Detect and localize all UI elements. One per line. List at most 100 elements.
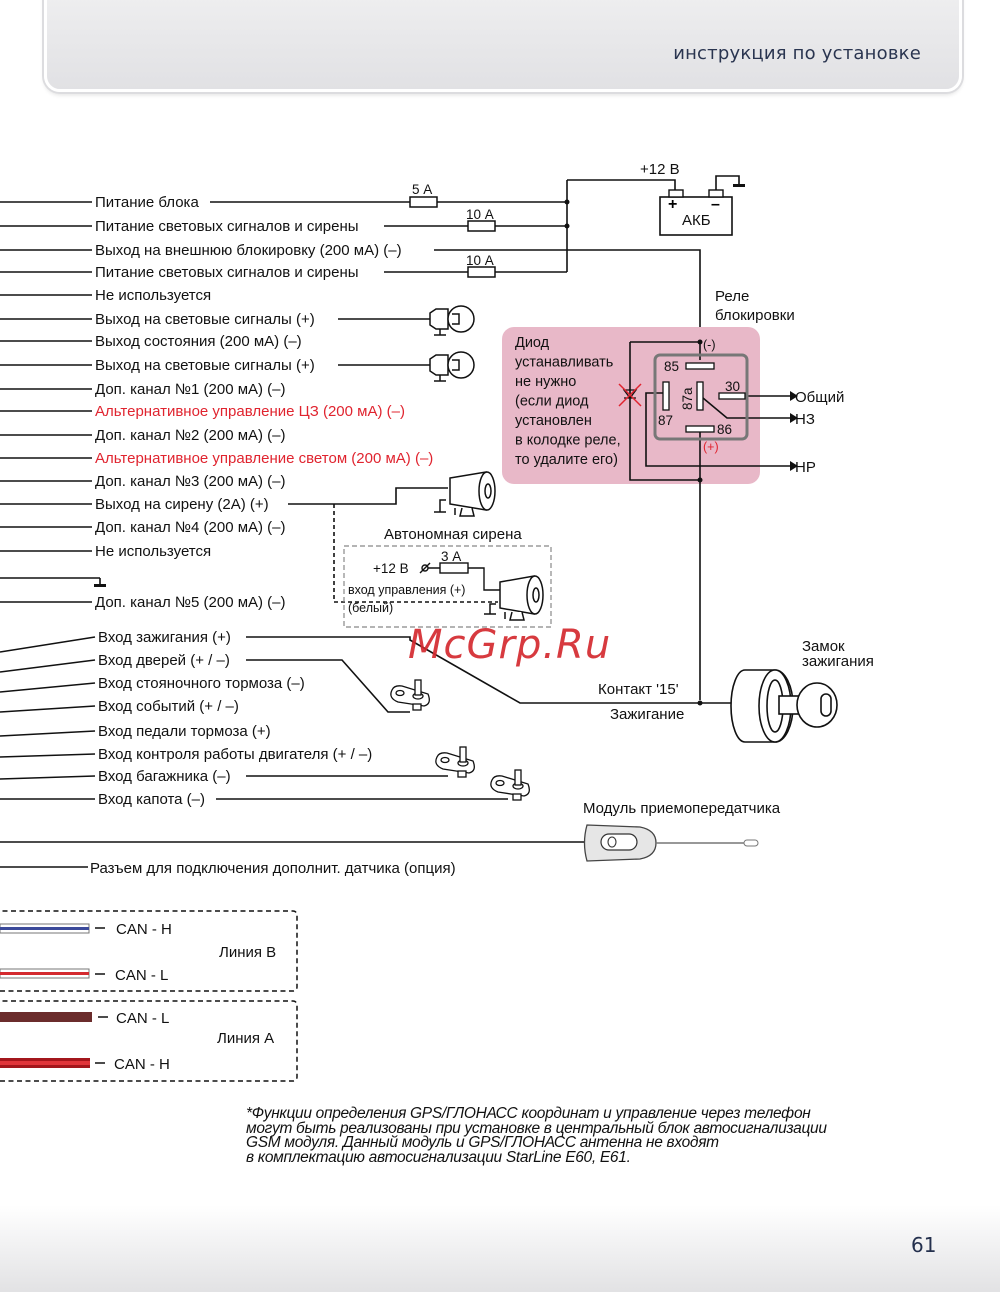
ignition-lock-title: Замок [802,638,845,655]
can-wire-brown [0,1012,92,1022]
battery-plus: + [668,196,677,213]
can-wire-label: CAN - H [114,1056,170,1073]
input-wire-line [0,730,96,737]
wire-label: Питание световых сигналов и сирены [95,264,359,281]
wire-label: Выход на световые сигналы (+) [95,311,315,328]
can-line-label: Линия А [217,1030,274,1047]
wire-label: Доп. канал №2 (200 мА) (–) [95,427,286,444]
input-wire-line [0,753,96,758]
relay-pin-label: 30 [725,379,740,394]
diode-note-line: установлен [515,413,592,429]
fuse-label: 10 А [466,253,494,268]
battery-label: АКБ [682,212,711,229]
header-title: инструкция по установке [673,43,921,64]
battery-minus-wire [715,175,740,190]
footnote-line: GSM модуля. Данный модуль и GPS/ГЛОНАСС … [246,1134,719,1151]
arrow-icon [790,391,798,471]
diode-note-line: Диод [515,335,550,351]
fuse-label: 5 А [412,182,432,197]
junction-dot [564,223,570,229]
relay-plus-mark: (+) [703,440,719,454]
relay-pin-30 [718,392,746,400]
input-wire-line [0,775,96,780]
relay-pin-label: 85 [664,359,679,374]
footnote: *Функции определения GPS/ГЛОНАСС координ… [246,1106,926,1166]
ignition-label: Зажигание [610,706,684,723]
crossed-diode-icon [618,383,642,407]
siren-title: Автономная сирена [384,526,522,543]
transceiver-label: Модуль приемопередатчика [583,800,781,817]
input-label: Вход стояночного тормоза (–) [98,675,305,692]
terminal-slash [419,562,431,574]
page-number: 61 [911,1233,937,1257]
siren-voltage: +12 В [373,561,409,576]
wire-label: Выход состояния (200 мА) (–) [95,333,302,350]
lamp-icon [429,305,475,336]
footnote-line: могут быть реализованы при установке в ц… [246,1119,827,1137]
ground-icon [94,584,106,587]
can-wire-label: CAN - L [116,1010,169,1027]
battery-icon [659,184,745,236]
input-label: Вход событий (+ / –) [98,698,239,715]
wire-label: Выход на сирену (2А) (+) [95,496,269,513]
watermark: McGrp.Ru [408,622,612,668]
relay-pin-86 [685,425,715,433]
relay-minus-mark: (-) [703,338,716,352]
door-input-wire [246,659,410,713]
input-label: Вход педали тормоза (+) [98,723,271,740]
relay-title: блокировки [715,307,795,324]
battery-plus-wire [567,179,676,190]
can-wire-red [0,968,90,979]
input-label: Вход багажника (–) [98,768,231,785]
lamp-icon [429,351,475,382]
pin-switch-icon [490,769,530,801]
wire-label: Доп. канал №5 (200 мА) (–) [95,594,286,611]
fuse-5a [409,196,438,208]
can-dash [95,927,108,1064]
input-wire-line [0,705,96,713]
siren-control-wire [333,504,498,603]
ground-wire [0,577,101,584]
siren-wire [288,487,448,505]
wire-label: Альтернативное управление ЦЗ (200 мА) (–… [95,403,405,420]
relay-output-nc: НЗ [795,411,815,428]
relay-pin-label: 87 [658,413,673,428]
battery-voltage: +12 В [640,161,680,178]
pin-switch-icon [390,679,430,711]
junction-dot [697,477,703,483]
relay-body [653,353,749,441]
input-label: Вход капота (–) [98,791,205,808]
sensor-connector-label: Разъем для подключения дополнит. датчика… [90,860,456,877]
wire-label: Доп. канал №3 (200 мА) (–) [95,473,286,490]
diode-note-line: в колодке реле, [515,433,621,449]
junction-dot [697,339,703,345]
fuse-label: 3 А [441,549,461,564]
fuse-label: 10 А [466,207,494,222]
relay-output-common: Общий [795,389,844,406]
wire-label: Выход на внешнюю блокировку (200 мА) (–) [95,242,402,259]
input-label: Вход дверей (+ / –) [98,652,230,669]
relay-pin-85 [685,362,715,370]
battery-minus: – [711,196,720,213]
blocking-wire [434,249,701,342]
wire-label: Не используется [95,287,211,304]
relay-pin-87a [696,381,704,411]
input-label: Вход контроля работы двигателя (+ / –) [98,746,372,763]
wire-label: Доп. канал №1 (200 мА) (–) [95,381,286,398]
siren-icon [434,471,496,517]
siren-wire-color: (белый) [348,601,393,615]
footnote-line: в комплектацию автосигнализации StarLine… [246,1148,631,1166]
transceiver-icon [583,824,759,862]
siren-icon [484,575,544,621]
diode-note-line: устанавливать [515,355,613,371]
fuse-10a [467,220,496,232]
can-line-label: Линия В [219,944,276,961]
fuse-3a [439,562,469,574]
can-wire-blue [0,923,90,934]
pin-switch-icon [435,746,475,778]
can-wire-label: CAN - L [115,967,168,984]
relay-87a-wire [702,397,790,419]
relay-pin-label: 86 [717,422,732,437]
can-line-a-box [0,1000,298,1082]
